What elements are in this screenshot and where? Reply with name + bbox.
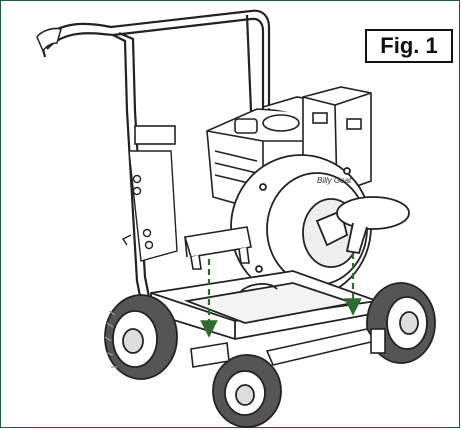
rear-left-wheel (104, 294, 178, 380)
discharge-cap (336, 196, 410, 255)
brand-logo: Billy Goat (317, 176, 352, 185)
figure-label: Fig. 1 (365, 29, 453, 63)
front-axle (190, 328, 386, 368)
handle-frame (39, 9, 271, 302)
assembly-arrows (200, 253, 362, 338)
side-plate (121, 150, 178, 262)
mounting-bracket (183, 226, 252, 270)
front-left-wheel (212, 354, 282, 428)
handle-grip (36, 27, 62, 53)
